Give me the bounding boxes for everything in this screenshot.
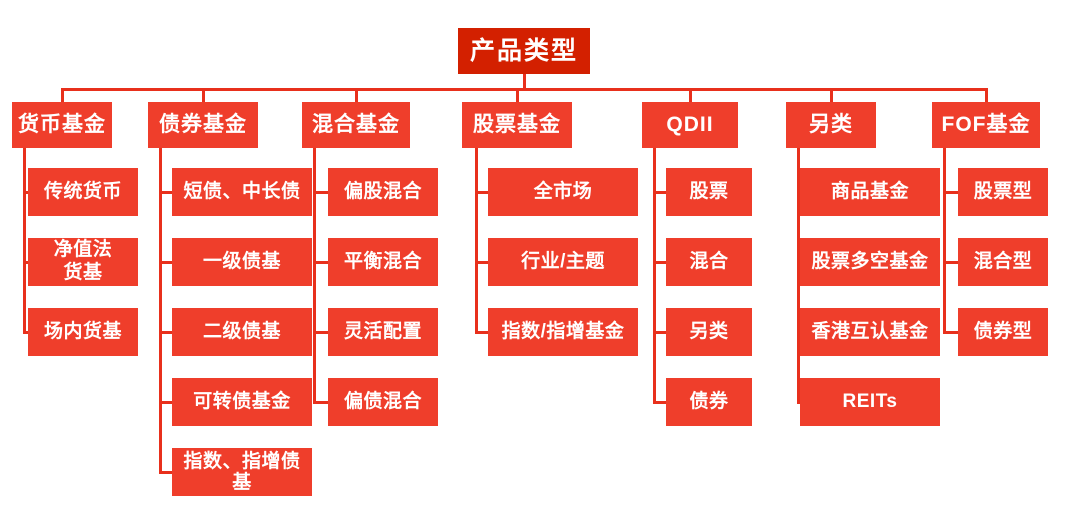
level2-drop <box>355 88 358 102</box>
subcategory-node-5-4: 债券 <box>666 378 752 426</box>
child-stub <box>313 191 329 194</box>
subcategory-node-2-1: 短债、中长债 <box>172 168 312 216</box>
child-stub <box>475 191 489 194</box>
child-stub <box>653 191 667 194</box>
subcategory-node-1-1: 传统货币 <box>28 168 138 216</box>
subcategory-node-4-1: 全市场 <box>488 168 638 216</box>
subcategory-node-2-2: 一级债基 <box>172 238 312 286</box>
subcategory-node-6-3: 香港互认基金 <box>800 308 940 356</box>
child-stub <box>23 331 29 334</box>
subcategory-node-7-1: 股票型 <box>958 168 1048 216</box>
subcategory-node-4-3: 指数/指增基金 <box>488 308 638 356</box>
node-text-line: 货基 <box>63 262 103 283</box>
subcategory-node-3-2: 平衡混合 <box>328 238 438 286</box>
level2-drop <box>202 88 205 102</box>
subcategory-node-1-3: 场内货基 <box>28 308 138 356</box>
level2-drop <box>61 88 64 102</box>
subcategory-node-3-3: 灵活配置 <box>328 308 438 356</box>
child-spine <box>653 148 656 404</box>
root-stem <box>523 74 526 91</box>
child-spine <box>313 148 316 404</box>
child-stub <box>475 261 489 264</box>
subcategory-node-5-3: 另类 <box>666 308 752 356</box>
child-stub <box>797 261 801 264</box>
subcategory-node-3-4: 偏债混合 <box>328 378 438 426</box>
category-node-3: 混合基金 <box>302 102 410 148</box>
subcategory-node-4-2: 行业/主题 <box>488 238 638 286</box>
subcategory-node-1-2: 净值法货基 <box>28 238 138 286</box>
category-node-7: FOF基金 <box>932 102 1040 148</box>
child-spine <box>159 148 162 474</box>
category-node-1: 货币基金 <box>12 102 112 148</box>
category-node-2: 债券基金 <box>148 102 258 148</box>
level2-drop <box>830 88 833 102</box>
subcategory-node-7-3: 债券型 <box>958 308 1048 356</box>
subcategory-node-2-4: 可转债基金 <box>172 378 312 426</box>
child-stub <box>943 191 959 194</box>
child-stub <box>23 191 29 194</box>
subcategory-node-6-2: 股票多空基金 <box>800 238 940 286</box>
child-spine <box>475 148 478 334</box>
child-spine <box>943 148 946 334</box>
child-spine <box>23 148 26 334</box>
subcategory-node-3-1: 偏股混合 <box>328 168 438 216</box>
child-stub <box>653 401 667 404</box>
child-stub <box>159 261 173 264</box>
child-stub <box>159 401 173 404</box>
child-stub <box>313 261 329 264</box>
child-stub <box>943 261 959 264</box>
child-stub <box>23 261 29 264</box>
subcategory-node-5-2: 混合 <box>666 238 752 286</box>
subcategory-node-6-4: REITs <box>800 378 940 426</box>
child-spine <box>797 148 800 404</box>
subcategory-node-6-1: 商品基金 <box>800 168 940 216</box>
child-stub <box>159 191 173 194</box>
child-stub <box>797 191 801 194</box>
child-stub <box>159 471 173 474</box>
subcategory-node-2-3: 二级债基 <box>172 308 312 356</box>
child-stub <box>653 261 667 264</box>
node-text-line: 净值法 <box>53 239 113 261</box>
level2-bus <box>62 88 986 91</box>
subcategory-node-2-5: 指数、指增债基 <box>172 448 312 496</box>
subcategory-node-5-1: 股票 <box>666 168 752 216</box>
level2-drop <box>689 88 692 102</box>
level2-drop <box>516 88 519 102</box>
subcategory-node-7-2: 混合型 <box>958 238 1048 286</box>
child-stub <box>159 331 173 334</box>
root-node-product-type: 产品类型 <box>458 28 590 74</box>
child-stub <box>797 401 801 404</box>
category-node-4: 股票基金 <box>462 102 572 148</box>
category-node-5: QDII <box>642 102 738 148</box>
child-stub <box>653 331 667 334</box>
child-stub <box>943 331 959 334</box>
child-stub <box>313 331 329 334</box>
level2-drop <box>985 88 988 102</box>
child-stub <box>797 331 801 334</box>
category-node-6: 另类 <box>786 102 876 148</box>
child-stub <box>475 331 489 334</box>
child-stub <box>313 401 329 404</box>
